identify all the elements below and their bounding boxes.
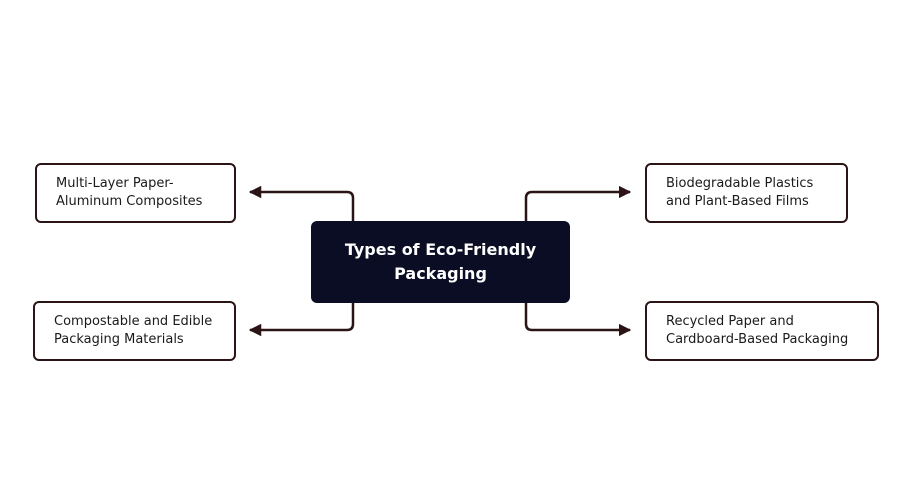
node-multi-layer-paper-aluminum: Multi-Layer Paper- Aluminum Composites bbox=[35, 163, 236, 223]
node-biodegradable-plastics: Biodegradable Plastics and Plant-Based F… bbox=[645, 163, 848, 223]
node-label: Compostable and Edible Packaging Materia… bbox=[54, 314, 213, 347]
connector-to-top-right bbox=[524, 185, 632, 221]
node-recycled-paper-cardboard: Recycled Paper and Cardboard-Based Packa… bbox=[645, 301, 879, 361]
node-compostable-edible: Compostable and Edible Packaging Materia… bbox=[33, 301, 236, 361]
connector-to-bottom-left bbox=[248, 303, 355, 337]
connector-to-top-left bbox=[248, 185, 355, 221]
node-label: Recycled Paper and Cardboard-Based Packa… bbox=[666, 314, 849, 347]
node-label: Biodegradable Plastics and Plant-Based F… bbox=[666, 176, 814, 209]
node-label: Multi-Layer Paper- Aluminum Composites bbox=[56, 176, 203, 209]
central-topic-title: Types of Eco-Friendly Packaging bbox=[344, 240, 537, 283]
connector-to-bottom-right bbox=[524, 303, 632, 337]
central-topic-node: Types of Eco-Friendly Packaging bbox=[311, 221, 570, 303]
